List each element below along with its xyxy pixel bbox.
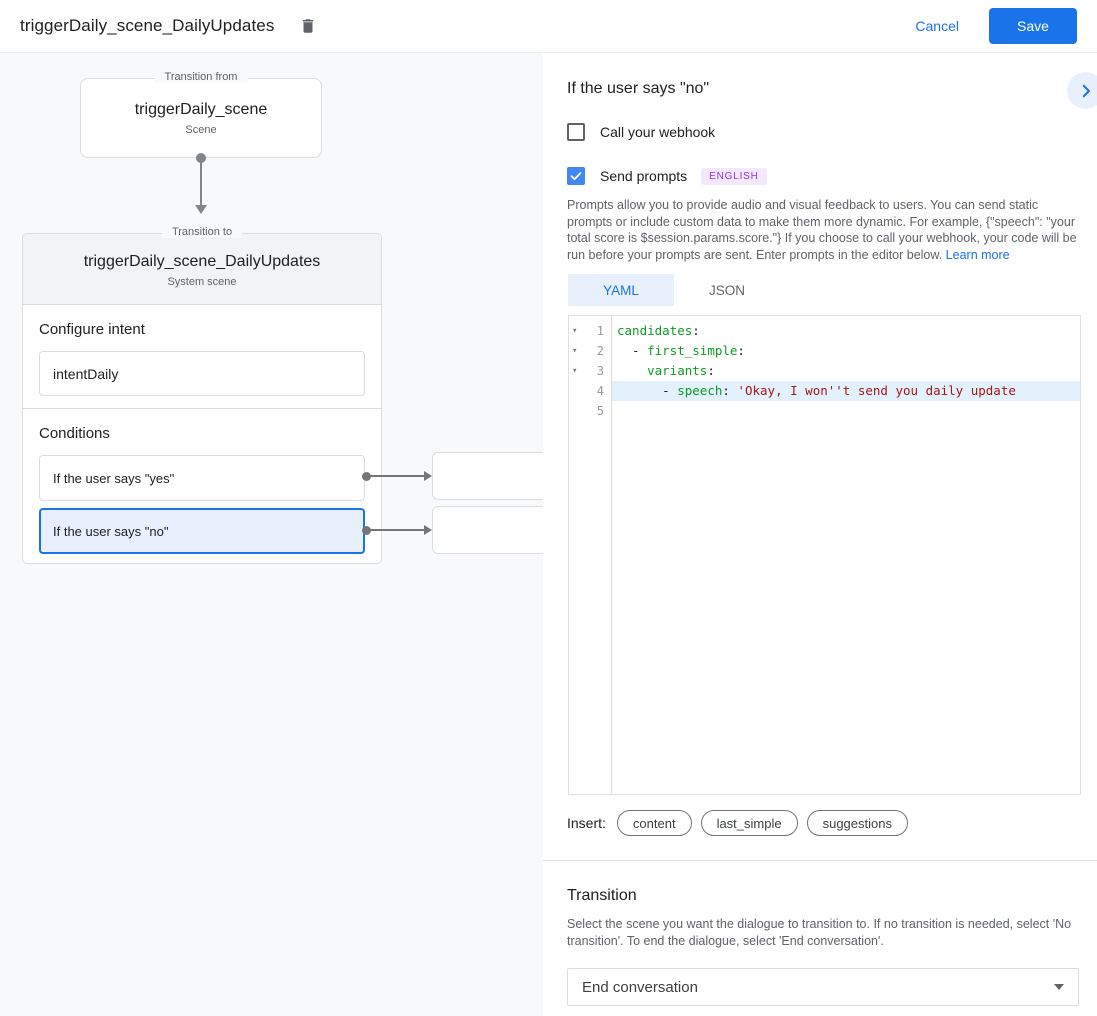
yaml-punct: :	[722, 383, 738, 398]
code-line-3[interactable]: ▾3 variants:	[569, 361, 1080, 381]
send-prompts-row: Send prompts ENGLISH	[567, 167, 767, 185]
connector-arrowhead-icon	[195, 205, 207, 214]
transition-to-node: Transition to triggerDaily_scene_DailyUp…	[22, 226, 382, 564]
condition-detail-panel: If the user says "no" Call your webhook …	[543, 53, 1097, 1016]
transition-to-name: triggerDaily_scene_DailyUpdates	[83, 253, 321, 270]
tab-json[interactable]: JSON	[708, 282, 745, 298]
cancel-button[interactable]: Cancel	[915, 18, 959, 34]
prompts-description: Prompts allow you to provide audio and v…	[567, 197, 1079, 263]
code-content-5	[611, 401, 1080, 421]
transition-description: Select the scene you want the dialogue t…	[567, 917, 1072, 948]
scene-flow-canvas: Transition from triggerDaily_scene Scene…	[0, 53, 543, 1016]
code-content-3: variants:	[611, 361, 1080, 381]
line-number: 2	[596, 344, 604, 358]
yaml-punct: :	[692, 323, 700, 338]
intent-item[interactable]: intentDaily	[39, 351, 365, 396]
page-title: triggerDaily_scene_DailyUpdates	[20, 16, 275, 35]
yaml-indent	[617, 363, 647, 378]
delete-button[interactable]	[294, 12, 322, 40]
webhook-label: Call your webhook	[600, 124, 716, 140]
gutter-4: 4	[569, 381, 611, 401]
fold-arrow-icon[interactable]: ▾	[572, 346, 578, 356]
code-content-2: - first_simple:	[611, 341, 1080, 361]
condition-no-line	[366, 529, 424, 531]
code-line-5[interactable]: 5	[569, 401, 1080, 421]
main-content: Transition from triggerDaily_scene Scene…	[0, 53, 1097, 1016]
send-prompts-label: Send prompts	[600, 168, 688, 184]
webhook-checkbox[interactable]	[567, 123, 585, 141]
configure-intent-heading: Configure intent	[39, 321, 145, 338]
transition-heading: Transition	[567, 887, 637, 904]
condition-yes-line	[366, 475, 424, 477]
condition-title: If the user says "no"	[567, 80, 710, 97]
yaml-key: candidates	[617, 323, 693, 338]
insert-chip-last-simple[interactable]: last_simple	[700, 810, 798, 836]
yaml-key: variants	[647, 363, 708, 378]
tab-yaml[interactable]: YAML	[568, 274, 674, 306]
webhook-row: Call your webhook	[567, 123, 715, 141]
condition-item-no[interactable]: If the user says "no"	[39, 508, 365, 554]
insert-chip-suggestions[interactable]: suggestions	[806, 810, 908, 836]
gutter-3: ▾3	[569, 361, 611, 381]
condition-no-target-node[interactable]	[432, 506, 543, 554]
yaml-key: first_simple	[647, 343, 738, 358]
gutter-5: 5	[569, 401, 611, 421]
dropdown-caret-icon	[1054, 984, 1064, 990]
line-number: 3	[596, 364, 604, 378]
yaml-indent: -	[617, 383, 678, 398]
yaml-string: 'Okay, I won''t send you daily update	[737, 383, 1016, 398]
line-number: 1	[596, 324, 604, 338]
gutter-1: ▾1	[569, 321, 611, 341]
code-line-4-active[interactable]: 4 - speech: 'Okay, I won''t send you dai…	[569, 381, 1080, 401]
learn-more-link[interactable]: Learn more	[945, 247, 1010, 262]
insert-chip-content[interactable]: content	[616, 810, 692, 836]
transition-to-legend: Transition to	[161, 226, 243, 238]
yaml-punct: :	[707, 363, 715, 378]
condition-no-arrowhead-icon	[424, 525, 432, 535]
transition-to-type: System scene	[167, 276, 237, 288]
transition-from-type: Scene	[185, 124, 217, 136]
line-number: 4	[596, 384, 604, 398]
app-header: triggerDaily_scene_DailyUpdates Cancel S…	[0, 0, 1097, 53]
transition-dropdown[interactable]: End conversation	[567, 968, 1079, 1006]
send-prompts-checkbox[interactable]	[567, 167, 585, 185]
transition-from-name: triggerDaily_scene	[134, 101, 268, 118]
collapse-panel-button[interactable]	[1067, 72, 1097, 109]
yaml-key: speech	[677, 383, 723, 398]
yaml-punct: :	[737, 343, 745, 358]
configure-intent-section: Configure intent intentDaily	[23, 305, 381, 408]
conditions-heading: Conditions	[39, 425, 110, 442]
transition-dropdown-value: End conversation	[582, 978, 698, 996]
conditions-section: Conditions If the user says "yes" If the…	[23, 409, 381, 573]
connector-dot	[196, 153, 206, 163]
fold-arrow-icon[interactable]: ▾	[572, 366, 578, 376]
condition-item-yes[interactable]: If the user says "yes"	[39, 455, 365, 501]
checkmark-icon	[569, 169, 583, 183]
gutter-2: ▾2	[569, 341, 611, 361]
transition-from-legend: Transition from	[154, 71, 248, 83]
transition-from-node[interactable]: Transition from triggerDaily_scene Scene	[80, 71, 322, 158]
transition-to-header[interactable]: triggerDaily_scene_DailyUpdates System s…	[23, 234, 381, 305]
condition-yes-arrowhead-icon	[424, 471, 432, 481]
save-button[interactable]: Save	[989, 8, 1077, 44]
condition-yes-target-node[interactable]	[432, 452, 543, 500]
fold-arrow-icon[interactable]: ▾	[572, 326, 578, 336]
trash-icon	[299, 16, 317, 36]
code-content-1: candidates:	[611, 321, 1080, 341]
yaml-indent: -	[617, 343, 648, 358]
editor-format-tabs: YAML JSON	[568, 274, 780, 306]
prompts-description-text: Prompts allow you to provide audio and v…	[567, 198, 1077, 262]
section-divider	[23, 408, 381, 409]
chevron-right-icon	[1077, 82, 1095, 100]
insert-label: Insert:	[567, 815, 606, 831]
code-content-4: - speech: 'Okay, I won''t send you daily…	[611, 381, 1080, 401]
insert-row: Insert: content last_simple suggestions	[567, 810, 917, 836]
code-line-1[interactable]: ▾1 candidates:	[569, 321, 1080, 341]
connector-line	[200, 159, 202, 205]
line-number: 5	[596, 404, 604, 418]
code-line-2[interactable]: ▾2 - first_simple:	[569, 341, 1080, 361]
panel-divider	[543, 860, 1097, 861]
language-badge: ENGLISH	[701, 167, 767, 185]
prompt-code-editor[interactable]: ▾1 candidates: ▾2 - first_simple: ▾3 var…	[568, 315, 1081, 795]
